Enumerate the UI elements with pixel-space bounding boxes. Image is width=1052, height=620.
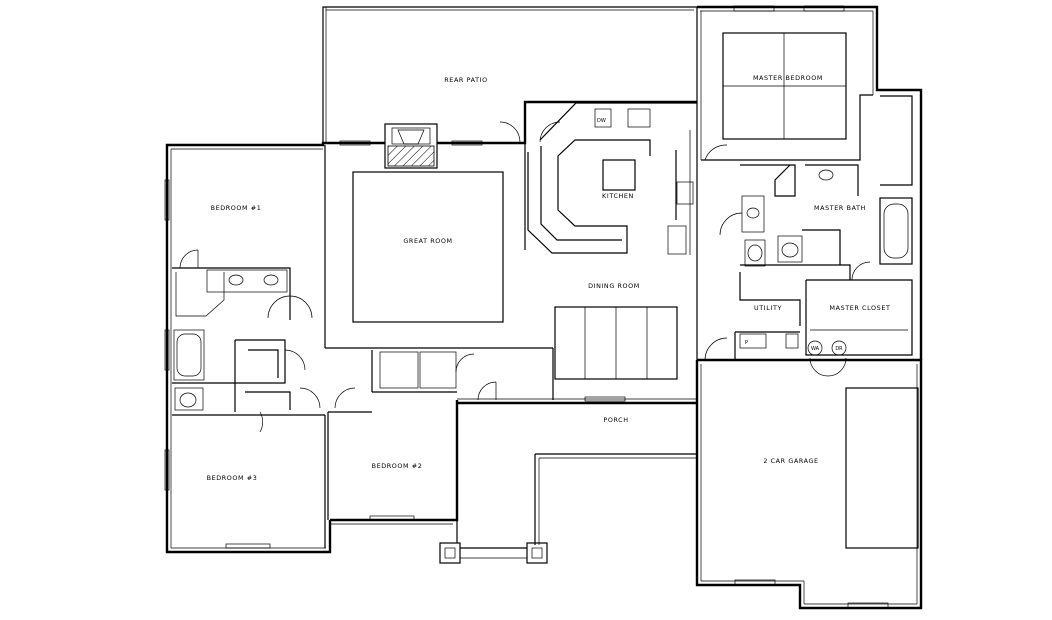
master-bath-label: MASTER BATH: [814, 204, 866, 212]
master-bedroom: MASTER BEDROOM: [696, 5, 923, 360]
master-bedroom-label: MASTER BEDROOM: [753, 74, 823, 82]
dining-room-label: DINING ROOM: [588, 282, 640, 290]
dishwasher-label: DW: [597, 118, 606, 124]
fireplace: [384, 123, 438, 169]
rear-patio: [322, 6, 698, 142]
utility: P UTILITY: [704, 272, 801, 361]
pantry-label: P: [745, 340, 748, 346]
house-walls: [165, 100, 697, 554]
windows: [164, 121, 626, 491]
master-bath: MASTER BATH: [704, 95, 913, 281]
porch-label: PORCH: [603, 416, 628, 424]
master-closet: WA DR MASTER CLOSET: [805, 279, 913, 377]
rear-patio-label: REAR PATIO: [444, 76, 487, 84]
master-closet-label: MASTER CLOSET: [830, 304, 891, 312]
bedroom-1-label: BEDROOM #1: [211, 204, 262, 212]
bedroom-2: BEDROOM #2: [327, 411, 423, 521]
washer-label: WA: [811, 346, 820, 352]
porch: PORCH: [439, 416, 697, 564]
bedroom-3-label: BEDROOM #3: [207, 474, 258, 482]
bedroom-2-label: BEDROOM #2: [372, 462, 423, 470]
great-room: GREAT ROOM: [352, 171, 504, 323]
bedroom-3: BEDROOM #3: [172, 414, 326, 549]
great-room-label: GREAT ROOM: [403, 237, 452, 245]
bedroom-1: BEDROOM #1: [172, 204, 291, 412]
utility-label: UTILITY: [754, 304, 782, 312]
garage-label: 2 CAR GARAGE: [763, 457, 818, 465]
garage: 2 CAR GARAGE: [695, 358, 923, 610]
kitchen-label: KITCHEN: [602, 192, 634, 200]
dining-room: DINING ROOM: [554, 282, 678, 380]
kitchen: DW KITCHEN: [527, 102, 697, 255]
central-hall: [235, 295, 497, 433]
dryer-label: DR: [835, 346, 843, 352]
